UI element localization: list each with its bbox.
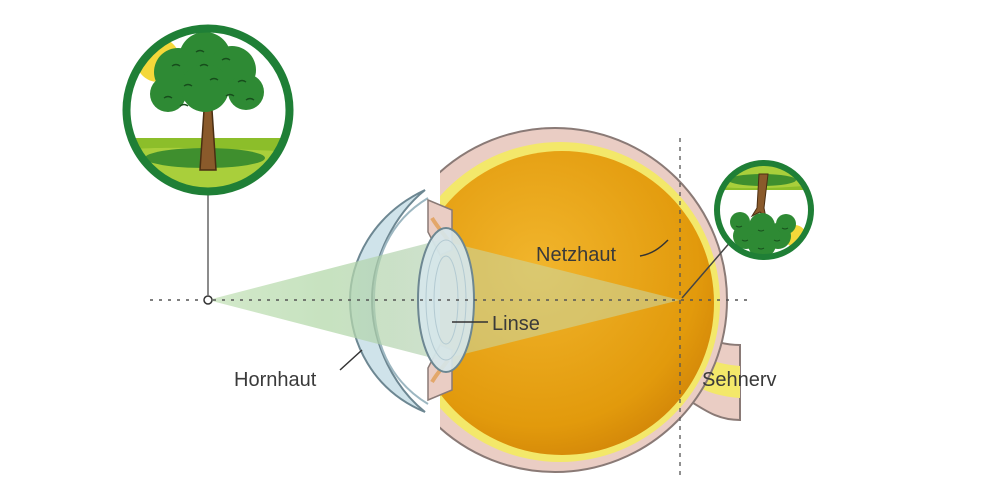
- netzhaut-leader: [639, 239, 669, 257]
- object-point: [203, 295, 213, 305]
- hornhaut-leader: [339, 349, 363, 371]
- light-cone-back: [440, 240, 680, 360]
- label-linse: Linse: [492, 313, 540, 335]
- inverted-tree-icon: [714, 160, 814, 260]
- label-sehnerv: Sehnerv: [702, 369, 777, 391]
- label-netzhaut: Netzhaut: [536, 244, 616, 266]
- retina-image-connector: [681, 239, 733, 299]
- upright-tree-icon: [122, 24, 294, 196]
- label-hornhaut: Hornhaut: [234, 369, 317, 391]
